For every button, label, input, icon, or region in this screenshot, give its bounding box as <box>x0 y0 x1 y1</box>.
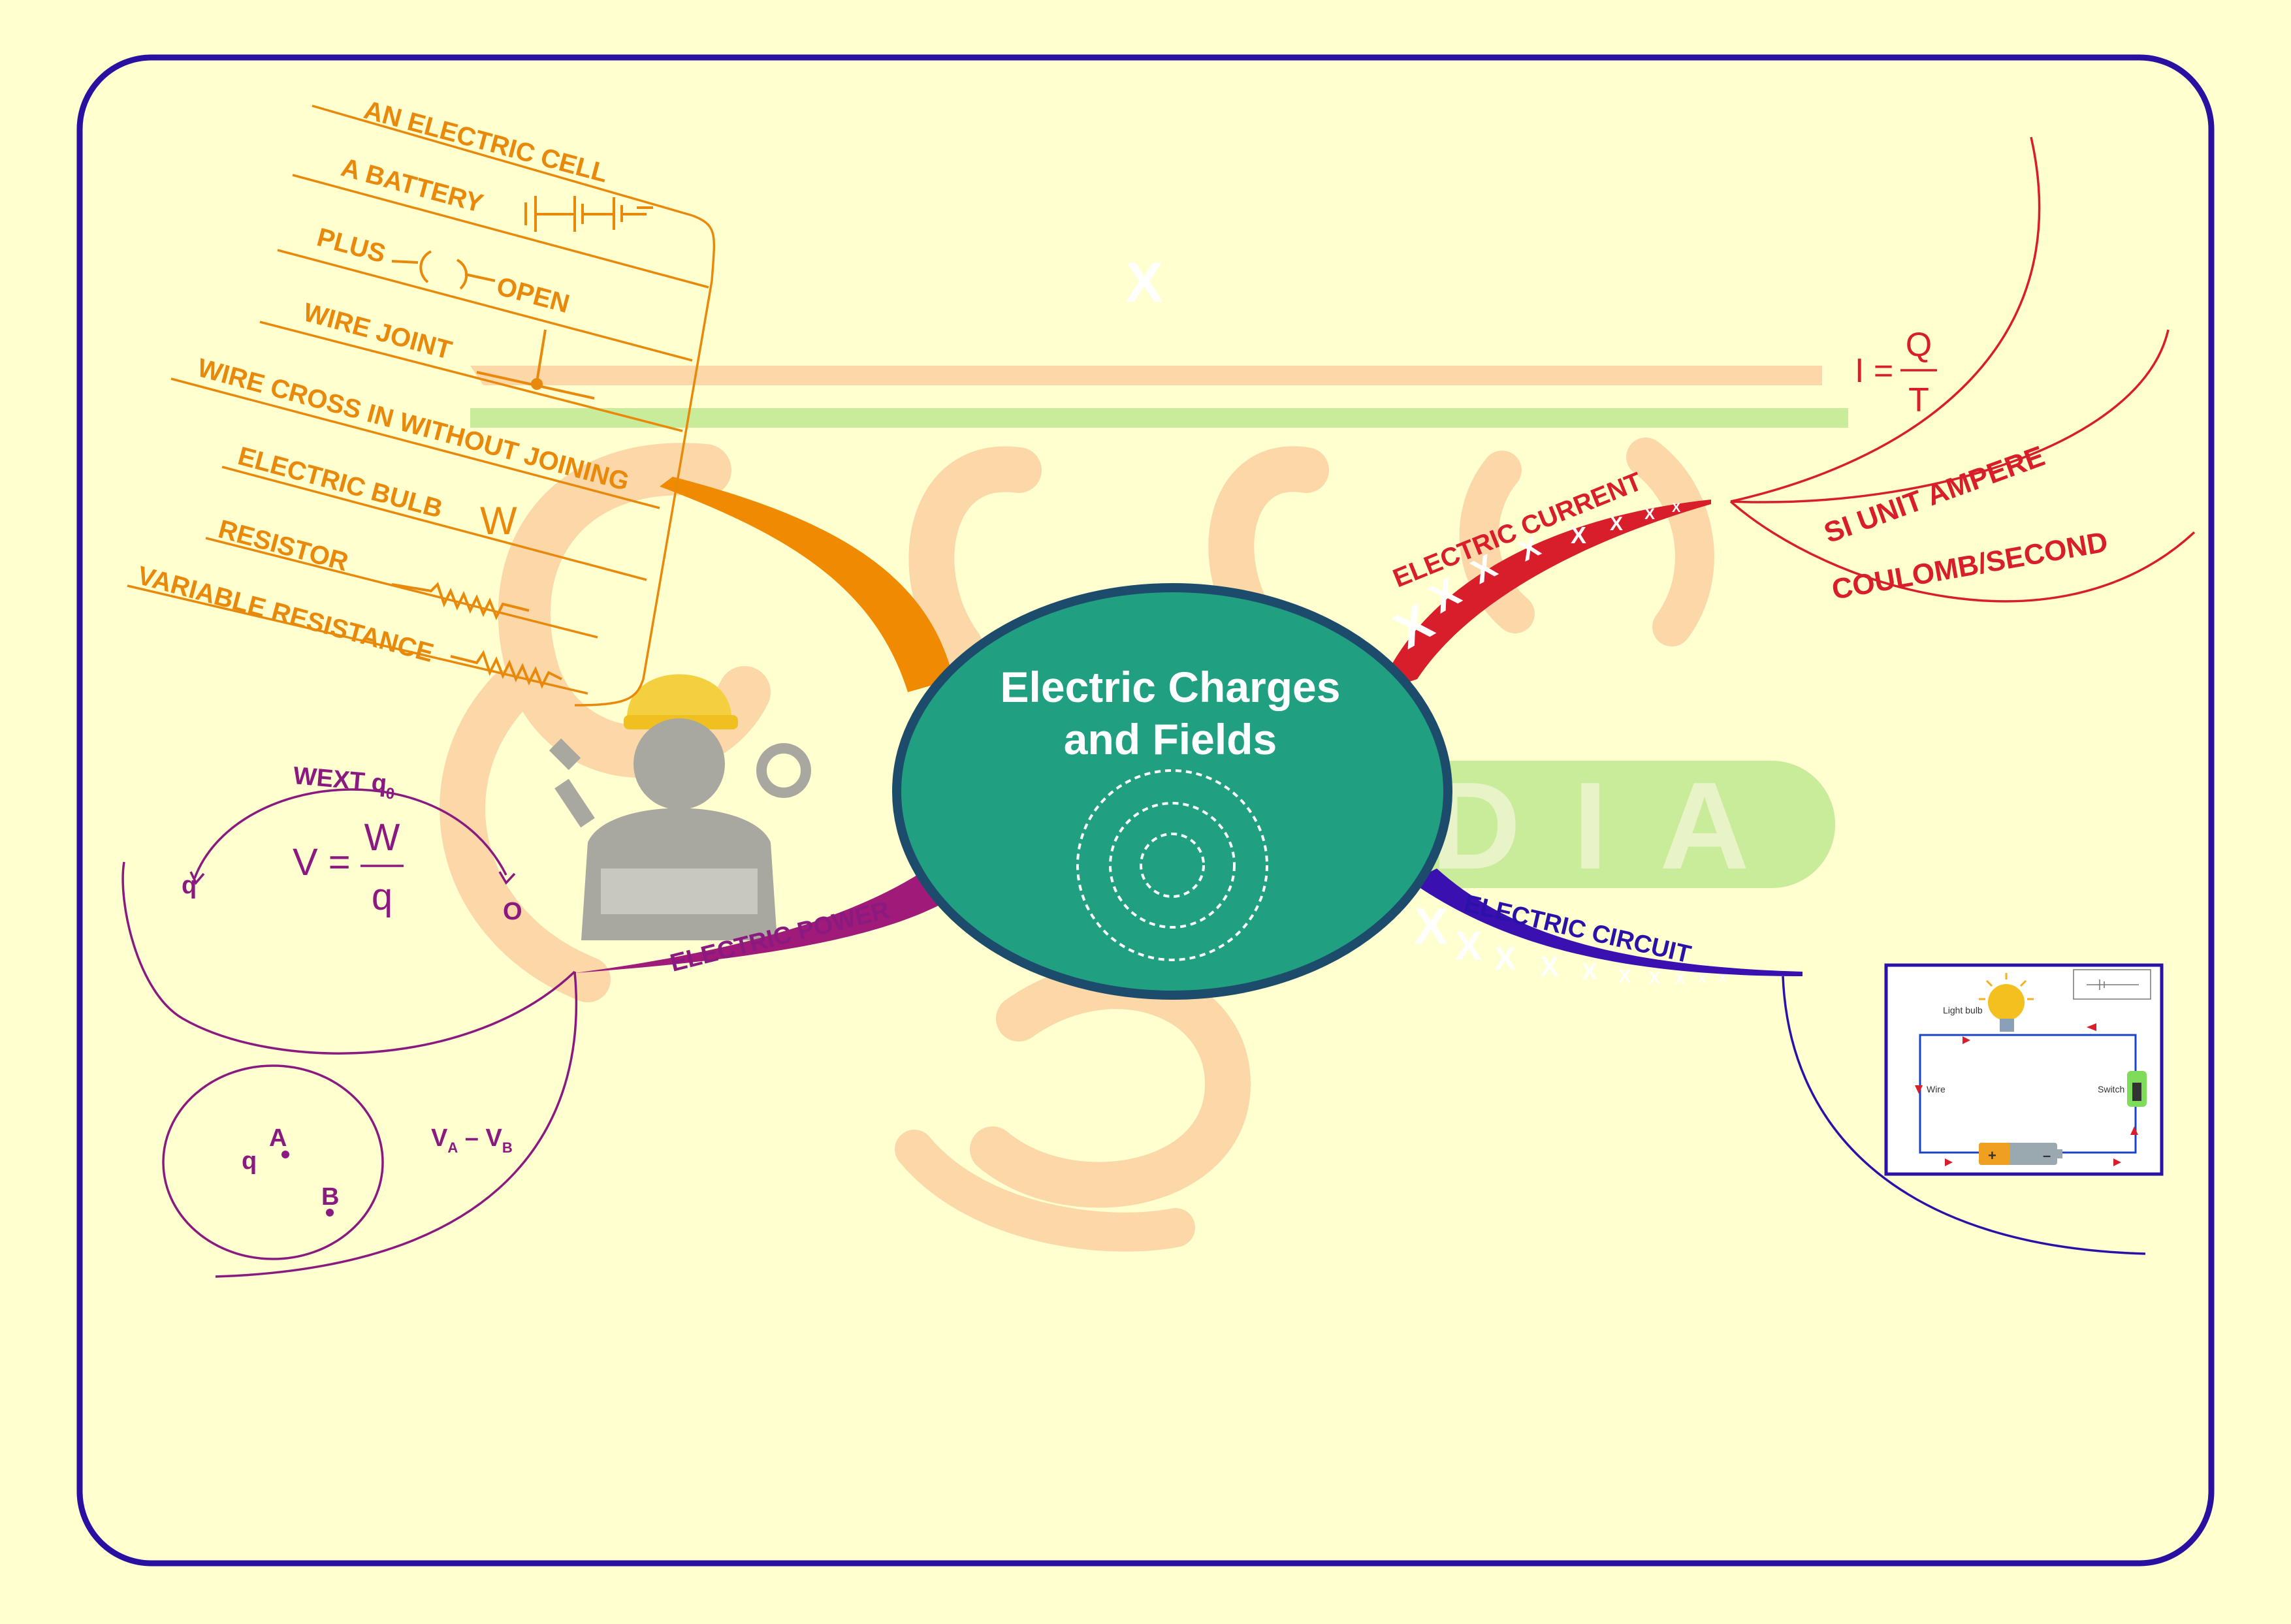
orange-circuit-symbols <box>391 196 653 689</box>
svg-text:X: X <box>1644 505 1655 523</box>
svg-text:X: X <box>1719 973 1726 984</box>
svg-text:X: X <box>1414 897 1448 955</box>
current-connectors <box>1729 136 2196 603</box>
work-arc <box>193 788 507 879</box>
bulb-symbol: W <box>480 499 517 543</box>
watermark-green-stripe <box>470 408 1848 428</box>
battery-plus: + <box>1988 1147 1996 1164</box>
svg-text:X: X <box>1649 968 1661 987</box>
power-formula-lhs: V = <box>293 841 351 884</box>
switch-label: Switch <box>2098 1084 2124 1094</box>
electric-power-ribbon <box>575 868 947 973</box>
svg-text:X: X <box>1672 501 1681 515</box>
wire-joint-symbol <box>476 329 595 400</box>
circuit-connector <box>1782 976 2146 1255</box>
light-bulb-icon <box>1979 973 2034 1032</box>
resistor-symbol <box>391 582 530 620</box>
wire-label: Wire <box>1927 1084 1946 1094</box>
svg-text:X: X <box>1571 522 1586 549</box>
bracket-line <box>574 214 716 707</box>
svg-text:X: X <box>1610 513 1623 535</box>
point-b-label: B <box>321 1183 339 1211</box>
svg-text:X: X <box>1540 951 1559 983</box>
svg-text:X: X <box>1675 970 1685 987</box>
circle-charge-q: q <box>242 1147 257 1175</box>
charge-q-left: q <box>182 872 197 899</box>
underline-joint <box>259 321 683 432</box>
page-frame <box>76 54 2215 1567</box>
point-a-label: A <box>269 1124 287 1152</box>
underline-variable <box>127 584 588 695</box>
switch-symbol <box>391 250 496 290</box>
underline-battery <box>292 174 709 289</box>
watermark-orange-stripe <box>470 366 1822 385</box>
point-a <box>281 1151 289 1158</box>
power-formula-den: q <box>372 876 393 918</box>
variable-resistor-symbol <box>450 650 562 689</box>
origin-o-right: O <box>503 898 522 925</box>
potential-difference: VA – VB <box>431 1124 513 1156</box>
svg-text:X: X <box>1618 966 1631 987</box>
power-formula-num: W <box>364 816 400 859</box>
underline-resistor <box>205 537 598 639</box>
potential-circle <box>162 1064 384 1260</box>
current-arrows <box>1915 1023 2138 1166</box>
underline-bulb <box>221 466 647 581</box>
current-formula-lhs: I = <box>1855 352 1893 390</box>
electric-circuit-ribbon <box>1411 868 1802 976</box>
worker-icon <box>549 674 811 940</box>
svg-text:X: X <box>1698 972 1706 985</box>
current-formula-den: T <box>1908 381 1929 419</box>
svg-text:X: X <box>1455 924 1482 969</box>
point-b <box>326 1209 334 1217</box>
power-connectors <box>121 788 578 1278</box>
battery-symbol <box>524 196 653 232</box>
center-ellipse <box>892 583 1452 1000</box>
underline-cell <box>312 104 693 217</box>
circuit-diagram: Light bulb Wire Switch + – <box>1884 963 2164 1176</box>
underline-wire-cross <box>170 377 660 509</box>
svg-text:X: X <box>1494 940 1516 977</box>
electric-current-ribbon <box>1378 500 1711 692</box>
center-title-line2: and Fields <box>1064 715 1277 763</box>
light-bulb-label: Light bulb <box>1943 1005 1983 1015</box>
current-formula-num: Q <box>1906 326 1932 364</box>
orange-branch-ribbon <box>660 477 953 692</box>
circuit-x-marks: X X X X X X X X X X <box>1414 897 1726 987</box>
top-x-mark: X <box>1125 251 1162 314</box>
work-arc-arrow-right <box>498 871 516 885</box>
orange-symbol-list <box>127 104 716 707</box>
svg-text:X: X <box>1582 958 1597 985</box>
underline-plus <box>277 249 693 362</box>
battery-icon <box>1979 1143 2062 1165</box>
center-node: Electric Charges and Fields <box>892 583 1452 1000</box>
battery-minus: – <box>2043 1147 2051 1164</box>
work-arc-arrow-left <box>189 871 205 885</box>
concentric-circles-icon <box>1076 769 1268 961</box>
center-title-line1: Electric Charges <box>1001 663 1341 711</box>
